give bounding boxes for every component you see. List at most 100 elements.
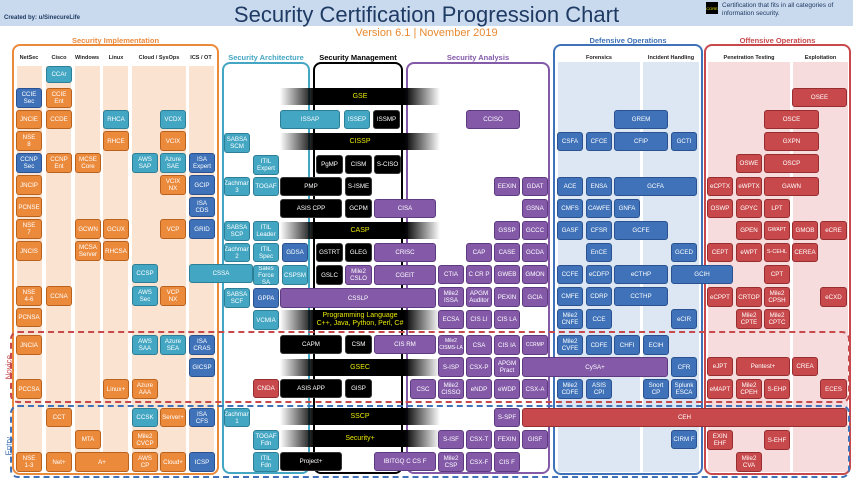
cert-gmon[interactable]: GMON [522, 265, 548, 284]
cert-gccc[interactable]: GCCC [522, 221, 548, 240]
cert-jncip[interactable]: JNCIP [16, 175, 42, 195]
cert-grem[interactable]: GREM [614, 110, 668, 129]
cert-asis-cpp[interactable]: ASIS CPP [280, 199, 342, 218]
cert-ecir[interactable]: eCIR [671, 309, 697, 329]
cert-sabsa-scf[interactable]: SABSA SCF [224, 288, 250, 308]
cert-gcfe[interactable]: GCFE [614, 221, 668, 240]
cert-cerea[interactable]: CEREA [792, 243, 818, 262]
cert-ewdp[interactable]: eWDP [494, 379, 520, 399]
cert-gced[interactable]: GCED [671, 243, 697, 262]
cert-ccfe[interactable]: CCFE [557, 265, 583, 284]
cert-crtop[interactable]: CRTOP [736, 287, 762, 307]
cert-mta[interactable]: MTA [75, 430, 101, 449]
cert-togaf[interactable]: TOGAF [253, 177, 279, 196]
cert-cis-f[interactable]: CIS F [494, 452, 520, 472]
cert-csx-a[interactable]: CSX-A [522, 379, 548, 399]
cert-gcux[interactable]: GCUX [103, 219, 129, 239]
cert-issap[interactable]: ISSAP [280, 110, 340, 129]
cert-isa-cfs[interactable]: ISA CFS [189, 408, 215, 427]
cert-gleg[interactable]: GLEG [345, 243, 372, 262]
cert-ccnp-ent[interactable]: CCNP Ent [46, 153, 72, 173]
cert-mile2-cdfe[interactable]: Mile2 CDFE [557, 379, 583, 399]
cert-gwapt[interactable]: GWAPT [764, 221, 790, 240]
cert-ace[interactable]: ACE [557, 177, 583, 196]
cert-mile2-cpeh[interactable]: Mile2 CPEH [736, 379, 762, 399]
cert-vcmia[interactable]: VCMIA [253, 310, 279, 330]
cert-ecre[interactable]: eCRE [820, 221, 847, 240]
cert-s-isp[interactable]: S-ISP [438, 357, 464, 377]
cert-isa-expert[interactable]: ISA Expert [189, 153, 215, 173]
core-programming[interactable]: Programming Language C++, Java, Python, … [280, 310, 440, 330]
cert-gweb[interactable]: GWEB [494, 265, 520, 284]
cert-ccie-sec[interactable]: CCIE Sec [16, 88, 42, 108]
cert-pcnsa[interactable]: PCNSA [16, 308, 42, 327]
cert-grid[interactable]: GRID [189, 219, 215, 239]
cert-s-ehf[interactable]: S-EHF [764, 430, 790, 450]
cert-aws-sap[interactable]: AWS SAP [132, 153, 158, 173]
cert-project-plus[interactable]: Project+ [280, 452, 342, 471]
core-gse[interactable]: GSE [280, 88, 440, 105]
core-cissp[interactable]: CISSP [280, 133, 440, 150]
cert-apgm-auditor[interactable]: APGM Auditor [466, 287, 492, 307]
cert-ccde[interactable]: CCDE [46, 110, 72, 129]
cert-cdfe[interactable]: CDFE [586, 335, 612, 355]
cert-cpt[interactable]: CPT [764, 265, 790, 284]
cert-mcsa-server[interactable]: MCSA Server [75, 241, 101, 261]
cert-ccie-ent[interactable]: CCIE Ent [46, 88, 72, 108]
cert-cmfe[interactable]: CMFE [557, 287, 583, 306]
cert-cdrp[interactable]: CDRP [586, 287, 612, 306]
core-casp[interactable]: CASP [280, 222, 440, 239]
cert-cisa[interactable]: CISA [374, 199, 436, 218]
cert-cssa[interactable]: CSSA [189, 264, 253, 283]
cert-issmp[interactable]: ISSMP [373, 110, 400, 129]
cert-s-isme[interactable]: S-ISME [345, 177, 372, 196]
cert-asis-app[interactable]: ASIS APP [280, 379, 342, 398]
cert-a-plus[interactable]: A+ [75, 452, 129, 472]
cert-mile2-cisso[interactable]: Mile2 CISSO [438, 379, 464, 399]
cert-capm[interactable]: CAPM [280, 335, 342, 354]
cert-zachman2[interactable]: Zachman 2 [224, 243, 250, 262]
cert-isa-cras[interactable]: ISA CRAS [189, 335, 215, 355]
cert-ejpt[interactable]: eJPT [707, 357, 733, 376]
cert-csm[interactable]: CSM [345, 335, 372, 354]
cert-osee[interactable]: OSEE [792, 88, 847, 107]
cert-gcwn[interactable]: GCWN [75, 219, 101, 239]
cert-mile2-cva[interactable]: Mile2 CVA [736, 452, 762, 472]
cert-mile2-cpsh[interactable]: Mile2 CPSH [764, 287, 790, 307]
cert-gpyc[interactable]: GPYC [736, 199, 762, 218]
cert-s-ehp[interactable]: S-EHP [764, 379, 790, 399]
cert-mile2-cvfe[interactable]: Mile2 CVFE [557, 335, 583, 355]
cert-splunk-esca[interactable]: Splunk ESCA [671, 379, 697, 399]
cert-vcp[interactable]: VCP [160, 219, 186, 239]
cert-cis-rm[interactable]: CIS RM [374, 335, 436, 354]
cert-crea[interactable]: CREA [792, 357, 818, 376]
cert-jncia[interactable]: JNCIA [16, 335, 42, 355]
cert-cfip[interactable]: CFIP [614, 132, 668, 151]
cert-gdsa[interactable]: GDSA [282, 243, 308, 262]
cert-cciso[interactable]: CCISO [466, 110, 520, 129]
cert-csx-f[interactable]: CSX-F [466, 452, 492, 472]
cert-ecsa[interactable]: ECSA [438, 310, 464, 329]
cert-mile2-cvcp[interactable]: Mile2 CVCP [132, 430, 158, 449]
cert-mile2-cpte[interactable]: Mile2 CPTE [736, 309, 762, 329]
cert-itil-expert[interactable]: ITIL Expert [253, 155, 279, 175]
cert-pcnse[interactable]: PCNSE [16, 197, 42, 217]
cert-eexin[interactable]: EEXIN [494, 177, 520, 196]
cert-asis-cpi[interactable]: ASIS CPI [586, 379, 612, 399]
cert-s-spf[interactable]: S-SPF [494, 408, 520, 427]
cert-cis-la[interactable]: CIS LA [494, 310, 520, 329]
cert-sabsa-scp[interactable]: SABSA SCP [224, 221, 250, 241]
cert-itil-spec[interactable]: ITIL Spec [253, 243, 279, 262]
cert-ccsp[interactable]: CCSP [132, 264, 158, 283]
cert-csfa[interactable]: CSFA [557, 132, 583, 151]
core-security-plus[interactable]: Security+ [280, 430, 440, 447]
cert-gcih[interactable]: GCIH [671, 265, 733, 284]
cert-case[interactable]: CASE [494, 243, 520, 262]
cert-rhca[interactable]: RHCA [103, 110, 129, 129]
cert-icsp[interactable]: ICSP [189, 452, 215, 472]
cert-gicsp[interactable]: GICSP [189, 358, 215, 377]
cert-gmob[interactable]: GMOB [792, 221, 818, 240]
cert-cct[interactable]: CCT [46, 408, 72, 427]
cert-aws-sec[interactable]: AWS Sec [132, 286, 158, 306]
cert-gcti[interactable]: GCTI [671, 132, 697, 151]
